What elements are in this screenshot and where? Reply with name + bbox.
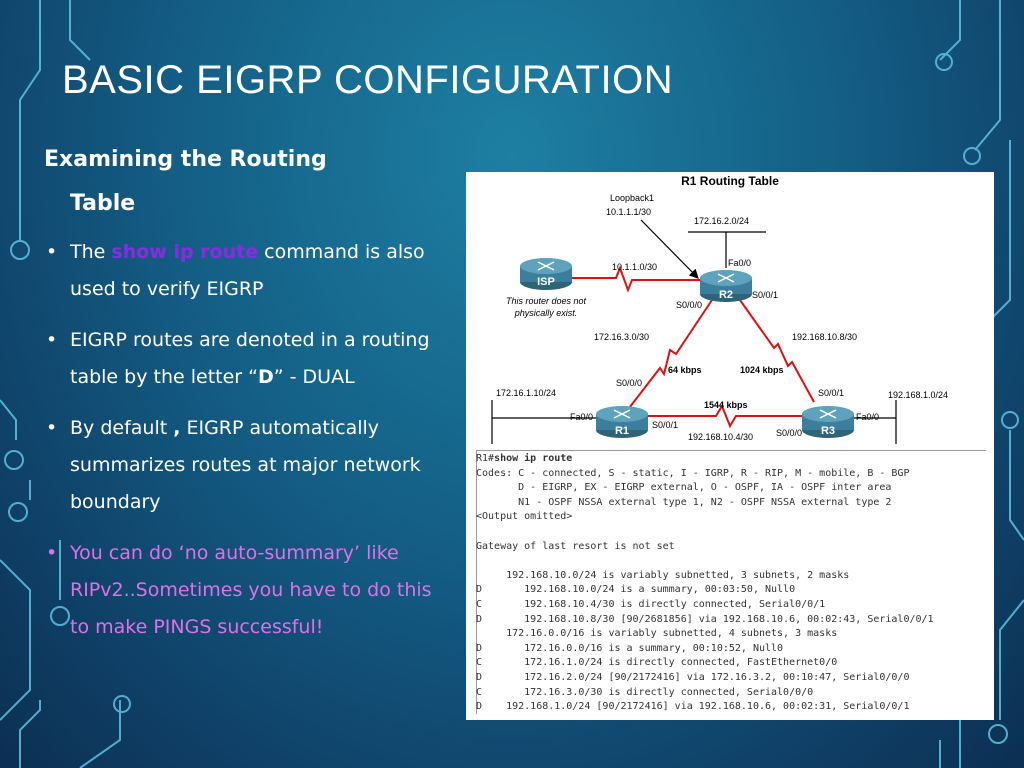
terminal-line: C 192.168.10.4/30 is directly connected,… [476, 598, 826, 610]
router-r2-label: R2 [719, 289, 733, 301]
bullet-text: By default [70, 417, 174, 439]
loopback-arrow [640, 219, 699, 279]
terminal-line: Gateway of last resort is not set [476, 540, 675, 552]
r2-r3-link [739, 299, 815, 403]
router-isp-label: ISP [537, 276, 555, 288]
bullet-dot: • [46, 241, 58, 263]
routing-table-figure: R1 Routing Table [466, 172, 994, 720]
r1-r3-bandwidth-label: 1544 kbps [704, 400, 748, 410]
bullet-dot: • [46, 542, 58, 564]
r1-r3-link [642, 403, 806, 429]
isp-r2-link [558, 265, 702, 293]
terminal-line: Codes: C - connected, S - static, I - IG… [476, 467, 910, 479]
r3-s000-label: S0/0/0 [776, 428, 802, 438]
terminal-line: D - EIGRP, EX - EIGRP external, O - OSPF… [476, 482, 892, 494]
subheading-line-1: Examining the Routing [44, 147, 327, 172]
r2-s000-label: S0/0/0 [676, 300, 702, 310]
router-r3-icon [802, 406, 854, 438]
bold-comma: , [173, 417, 181, 439]
isp-link-label: 10.1.1.0/30 [612, 262, 657, 272]
command-text: show ip route [111, 241, 259, 263]
terminal-line: D 192.168.10.8/30 [90/2681856] via 192.1… [476, 613, 934, 625]
router-r1-icon [596, 406, 648, 438]
terminal-line: N1 - OSPF NSSA external type 1, N2 - OSP… [476, 496, 892, 508]
bullet-dot: • [46, 417, 58, 439]
bullet-item: • The show ip route command is also used… [44, 234, 454, 308]
terminal-line: C 172.16.1.0/24 is directly connected, F… [476, 657, 838, 669]
bullet-item: • You can do ‘no auto-summary’ like RIPv… [44, 535, 454, 646]
bold-letter: D [257, 366, 274, 388]
terminal-line: D 192.168.10.0/24 is a summary, 00:03:50… [476, 584, 796, 596]
bullet-item: • By default , EIGRP automatically summa… [44, 410, 454, 521]
terminal-line: 172.16.0.0/16 is variably subnetted, 4 s… [476, 628, 838, 640]
isp-note-line-1: This router does not [506, 296, 587, 306]
r1-r2-link [625, 299, 713, 413]
terminal-output: R1#show ip route Codes: C - connected, S… [476, 452, 986, 714]
loopback-label: Loopback1 [610, 193, 654, 203]
r3-fa-label: Fa0/0 [856, 412, 879, 422]
r2-lan-label: 172.16.2.0/24 [694, 216, 749, 226]
bullet-text: You can do ‘no auto-summary’ like RIPv2.… [70, 542, 432, 638]
r1-lan-label: 172.16.1.10/24 [496, 388, 556, 398]
bullet-text: EIGRP routes are denoted in a routing ta… [70, 329, 430, 388]
bullet-list: • The show ip route command is also used… [44, 234, 454, 660]
bullet-text: command is also used to verify EIGRP [70, 241, 425, 300]
r2-r3-bandwidth-label: 1024 kbps [740, 365, 784, 375]
r1-r3-network-label: 192.168.10.4/30 [688, 432, 753, 442]
terminal-lines: Codes: C - connected, S - static, I - IG… [476, 467, 986, 715]
router-r2-icon [700, 270, 752, 302]
network-diagram: ISP R2 R1 R3 Loopback1 10.1.1.1/30 172.1… [491, 193, 948, 444]
figure-title: R1 Routing Table [681, 174, 779, 188]
terminal-line: <Output omitted> [476, 511, 573, 523]
r1-r2-bandwidth-label: 64 kbps [668, 365, 702, 375]
terminal-line [476, 525, 986, 540]
loopback-network-label: 10.1.1.1/30 [606, 207, 651, 217]
terminal-line: C 172.16.3.0/30 is directly connected, S… [476, 686, 814, 698]
terminal-left-border [476, 450, 477, 714]
bullet-text: The [70, 241, 112, 263]
subheading-line-2: Table [70, 191, 136, 216]
router-r3-label: R3 [821, 425, 835, 437]
bullet-text: EIGRP automatically summarizes routes at… [70, 417, 421, 513]
terminal-line: D 172.16.2.0/24 [90/2172416] via 172.16.… [476, 671, 910, 683]
terminal-top-border [476, 450, 986, 451]
bullet-item: • EIGRP routes are denoted in a routing … [44, 322, 454, 396]
r2-fa-label: Fa0/0 [728, 258, 751, 268]
terminal-command: show ip route [494, 453, 573, 464]
r2-r3-network-label: 192.168.10.8/30 [792, 332, 857, 342]
r3-lan-label: 192.168.1.0/24 [888, 390, 948, 400]
terminal-line: D 172.16.0.0/16 is a summary, 00:10:52, … [476, 642, 784, 654]
r1-s001-label: S0/0/1 [652, 420, 678, 430]
terminal-command-line: R1#show ip route [476, 452, 986, 467]
bullet-text: ” - DUAL [273, 366, 355, 388]
r3-s001-label: S0/0/1 [818, 388, 844, 398]
terminal-prompt: R1# [476, 453, 495, 464]
r1-r2-network-label: 172.16.3.0/30 [594, 332, 649, 342]
terminal-line: 192.168.10.0/24 is variably subnetted, 3… [476, 569, 850, 581]
isp-note-line-2: physically exist. [514, 308, 578, 318]
r1-s000-label: S0/0/0 [616, 378, 642, 388]
slide-title: BASIC EIGRP CONFIGURATION [62, 58, 674, 102]
terminal-line: D 192.168.1.0/24 [90/2172416] via 192.16… [476, 701, 910, 713]
router-r1-label: R1 [615, 425, 629, 437]
slide-subheading: Examining the Routing Table [44, 138, 424, 226]
bullet-dot: • [46, 329, 58, 351]
terminal-line [476, 554, 986, 569]
router-isp-icon [520, 258, 572, 290]
r2-s001-label: S0/0/1 [752, 290, 778, 300]
r1-fa-label: Fa0/0 [570, 412, 593, 422]
